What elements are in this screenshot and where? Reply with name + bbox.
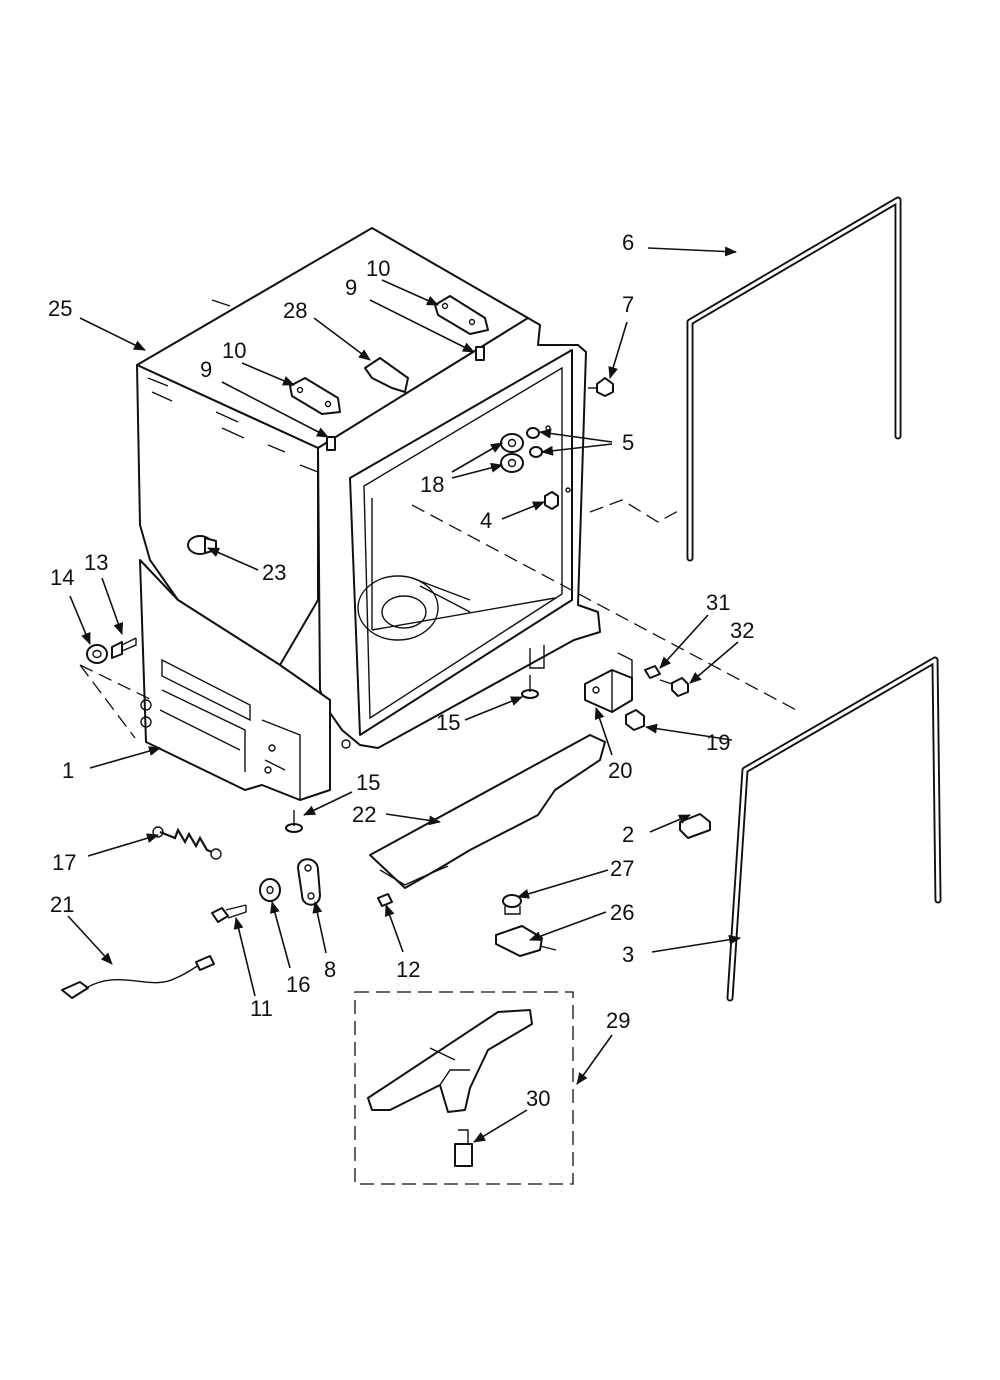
callout-6: 6 xyxy=(622,230,634,255)
link-8 xyxy=(297,858,321,906)
gasket-6 xyxy=(686,196,902,562)
callout-29: 29 xyxy=(606,1008,630,1033)
callout-18: 18 xyxy=(420,472,444,497)
callout-7: 7 xyxy=(622,292,634,317)
hinge-10-right xyxy=(434,295,489,335)
float-assembly-29 xyxy=(367,1009,533,1113)
callout-9: 9 xyxy=(200,357,212,382)
callout-22: 22 xyxy=(352,802,376,827)
cable-21 xyxy=(61,955,215,999)
callout-10: 10 xyxy=(222,338,246,363)
switch-27 xyxy=(502,894,522,915)
screw-19 xyxy=(625,709,645,731)
callout-20: 20 xyxy=(608,758,632,783)
callout-32: 32 xyxy=(730,618,754,643)
callout-labels: 25 10 9 10 28 9 6 7 5 18 4 23 14 13 31 3… xyxy=(48,230,754,1111)
callout-15: 15 xyxy=(356,770,380,795)
callout-9: 9 xyxy=(345,275,357,300)
bracket-20 xyxy=(584,652,633,713)
callout-2: 2 xyxy=(622,822,634,847)
roller-18 xyxy=(500,433,524,473)
screw-7 xyxy=(588,377,614,397)
callout-12: 12 xyxy=(396,957,420,982)
callout-21: 21 xyxy=(50,892,74,917)
screw-9-right xyxy=(475,346,485,361)
toe-panel-22 xyxy=(369,734,606,889)
hinge-10-left xyxy=(289,377,341,415)
callout-15: 15 xyxy=(436,710,460,735)
callout-17: 17 xyxy=(52,850,76,875)
leader-lines xyxy=(67,246,741,1143)
callout-30: 30 xyxy=(526,1086,550,1111)
nut-4 xyxy=(544,487,571,510)
foot-15-upper xyxy=(521,675,539,699)
washer-14 xyxy=(86,644,108,664)
screw-13 xyxy=(111,637,137,659)
clip-31 xyxy=(644,665,661,679)
alignment-line-left xyxy=(79,664,153,739)
alignment-line-6 xyxy=(589,499,681,523)
callout-13: 13 xyxy=(84,550,108,575)
switch-30 xyxy=(454,1129,473,1167)
foot-15-lower xyxy=(285,810,303,833)
bracket-28 xyxy=(364,357,409,393)
callout-25: 25 xyxy=(48,296,72,321)
assembly-box-29 xyxy=(354,991,574,1185)
callout-16: 16 xyxy=(286,972,310,997)
callout-31: 31 xyxy=(706,590,730,615)
callout-4: 4 xyxy=(480,508,492,533)
callout-28: 28 xyxy=(283,298,307,323)
callout-23: 23 xyxy=(262,560,286,585)
wheel-16 xyxy=(259,878,281,902)
callout-1: 1 xyxy=(62,758,74,783)
clip-12 xyxy=(377,893,393,907)
callout-10: 10 xyxy=(366,256,390,281)
callout-11: 11 xyxy=(250,996,273,1021)
callout-27: 27 xyxy=(610,856,634,881)
callout-5: 5 xyxy=(622,430,634,455)
screw-9-left xyxy=(326,436,336,451)
alignment-line-right xyxy=(411,504,801,713)
callout-14: 14 xyxy=(50,565,74,590)
callout-26: 26 xyxy=(610,900,634,925)
screw-32 xyxy=(659,677,689,697)
callout-3: 3 xyxy=(622,942,634,967)
spring-17 xyxy=(152,826,222,860)
callout-19: 19 xyxy=(706,730,730,755)
gasket-3 xyxy=(726,656,942,1002)
tub-assembly xyxy=(136,227,601,801)
bracket-26 xyxy=(495,925,557,957)
bolt-11 xyxy=(211,904,247,923)
callout-8: 8 xyxy=(324,957,336,982)
